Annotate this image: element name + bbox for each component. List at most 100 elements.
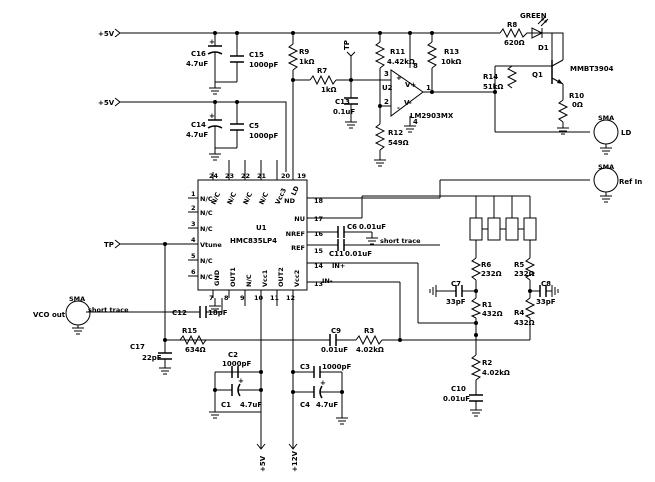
pin-num-2: 2	[191, 204, 196, 212]
rn-element-4	[523, 217, 537, 241]
ground-icon	[429, 285, 437, 297]
arrow-icon	[114, 28, 121, 38]
r10-val: 0Ω	[572, 101, 583, 109]
opamp-pin3: 3	[384, 70, 389, 78]
pin-name-6: N/C	[200, 273, 213, 281]
pin-name-13: IN-	[322, 277, 333, 285]
ground-symbols	[72, 87, 612, 425]
c16-plate-b	[207, 51, 223, 55]
r1-body	[470, 297, 482, 319]
r2-body	[470, 354, 482, 381]
wires	[86, 32, 590, 440]
pin-num-11: 11	[270, 294, 280, 302]
pin-num-15: 15	[314, 247, 324, 255]
c14-ref: C14	[191, 121, 206, 129]
sma-ld-type: SMA	[598, 114, 614, 122]
ground-icon	[557, 127, 569, 135]
pin-name-17: NU	[294, 215, 305, 223]
pin-name-12: Vcc2	[293, 270, 301, 287]
r9-val: 1kΩ	[299, 58, 315, 66]
led-ref: D1	[538, 44, 549, 52]
pin-name-3: N/C	[200, 225, 213, 233]
opamp-plus: +	[396, 74, 402, 82]
pin-num-14: 14	[314, 262, 324, 270]
c2-ref: C2	[228, 351, 238, 359]
r12-body	[374, 123, 386, 151]
pin-num-21: 21	[257, 172, 267, 180]
sma-vco-type: SMA	[69, 295, 85, 303]
opamp-triangle	[390, 69, 424, 117]
pin-name-8: OUT1	[229, 267, 237, 287]
c8-ref: C8	[541, 280, 551, 288]
c1-plate-b	[237, 383, 241, 397]
resistor-network	[469, 212, 537, 241]
sma-ld: SMA LD	[593, 114, 631, 148]
r8-body	[499, 27, 530, 39]
c3-val: 1000pF	[322, 363, 351, 371]
junctions	[163, 31, 532, 394]
c7-val: 33pF	[446, 298, 466, 306]
pin-name-9: N/C	[245, 274, 253, 287]
pin-name-23: N/C	[226, 191, 239, 206]
ground-icon	[336, 417, 348, 425]
led-d1: GREEN D1	[520, 12, 553, 60]
ground-icon	[551, 285, 559, 297]
r15-body	[179, 334, 207, 346]
c10-val: 0.01uF	[443, 395, 470, 403]
ground-icon	[209, 411, 221, 419]
r15-ref: R15	[182, 327, 197, 335]
pin-name-2: N/C	[200, 209, 213, 217]
pin-num-20: 20	[281, 172, 291, 180]
ground-icon	[600, 147, 612, 155]
ground-icon	[366, 237, 378, 245]
pin-num-5: 5	[191, 252, 196, 260]
opamp-vplus: V+	[405, 81, 416, 89]
pin-name-4: Vtune	[200, 241, 222, 249]
q1-ref: Q1	[532, 71, 543, 79]
c1-val: 4.7uF	[240, 401, 262, 409]
c9-val: 0.01uF	[321, 346, 348, 354]
svg-text:+: +	[238, 377, 244, 385]
c17-val: 22pF	[142, 354, 162, 362]
sma-vco-label: VCO out	[33, 311, 66, 319]
c10-ref: C10	[451, 385, 466, 393]
r5-body	[524, 257, 536, 281]
r11-val: 4.42kΩ	[387, 58, 415, 66]
note-short-trace-2: short trace	[88, 306, 129, 314]
ground-icon	[470, 409, 482, 417]
sma-ref: SMA Ref In	[593, 163, 642, 196]
resistors	[179, 27, 569, 381]
r3-body	[355, 334, 383, 346]
r6-val: 232Ω	[481, 270, 502, 278]
pin-name-22: N/C	[242, 191, 255, 206]
pin-name-16: NREF	[286, 230, 305, 238]
ground-icon	[72, 327, 84, 335]
c8-val: 33pF	[536, 298, 556, 306]
r2-ref: R2	[482, 359, 492, 367]
r13-body	[426, 41, 438, 69]
r6-ref: R6	[481, 261, 491, 269]
opamp-pin8: 8	[413, 62, 418, 70]
pin-num-10: 10	[254, 294, 264, 302]
r14-zigzag	[506, 65, 518, 89]
r10-ref: R10	[569, 92, 584, 100]
r4-ref: R4	[514, 309, 524, 317]
c17-ref: C17	[130, 343, 145, 351]
opamp-minus: -	[397, 104, 400, 112]
r4-body	[524, 297, 536, 319]
pin-name-11: OUT2	[277, 267, 285, 287]
c6-val: 0.01uF	[359, 223, 386, 231]
pin-num-9: 9	[240, 294, 245, 302]
c5-ref: C5	[249, 122, 259, 130]
c14-val: 4.7uF	[186, 131, 208, 139]
sma-ref-type: SMA	[598, 163, 614, 171]
r7-val: 1kΩ	[321, 86, 337, 94]
r12-val: 549Ω	[388, 139, 409, 147]
r13-val: 10kΩ	[441, 58, 461, 66]
c13-ref: C13	[335, 98, 350, 106]
q1-part: MMBT3904	[570, 65, 614, 73]
r11-body	[374, 41, 386, 69]
pin-num-18: 18	[314, 197, 324, 205]
c3-ref: C3	[300, 363, 310, 371]
